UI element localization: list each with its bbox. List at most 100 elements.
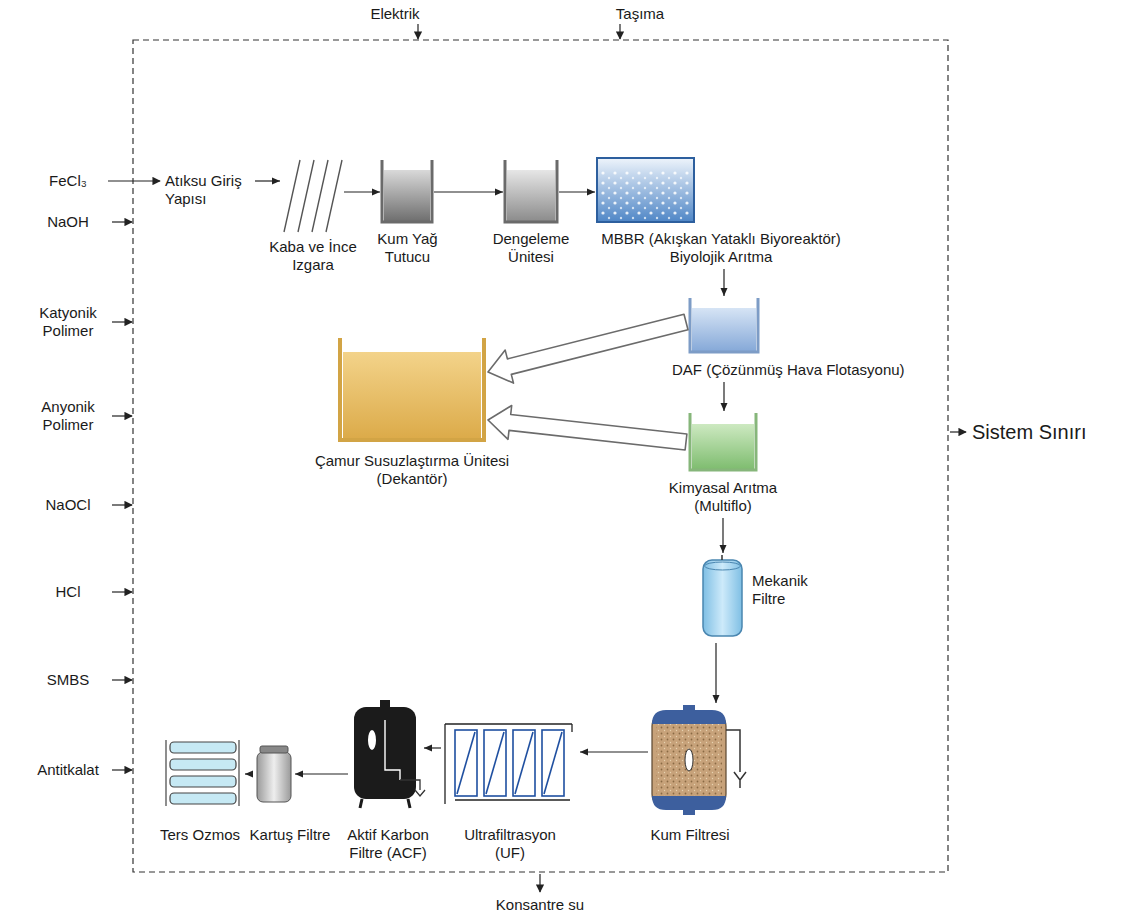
input-arrows (950, 431, 966, 432)
arrow-head (720, 545, 727, 553)
sand-filter-icon (685, 749, 693, 771)
flow-connector (424, 745, 441, 752)
uf-icon (515, 732, 533, 794)
screen-icon (312, 160, 328, 232)
unit-label: Ultrafiltrasyon (UF) (455, 826, 565, 862)
tank-icon (690, 413, 756, 470)
flow-connector (295, 771, 348, 778)
sand-filter-icon (683, 705, 695, 710)
tank-icon (690, 298, 758, 352)
input-arrows (112, 679, 132, 680)
carbon-filter-icon (354, 700, 425, 808)
sludge-decanter: Çamur Susuzlaştırma Ünitesi (Dekantör) (340, 338, 484, 440)
uf-icon (544, 732, 562, 794)
screen-unit: Kaba ve İnce Izgara (282, 160, 342, 232)
flow-connector (434, 189, 503, 196)
hollow-arrow (488, 406, 687, 451)
arrow-head (424, 745, 432, 752)
unit-label: Kaba ve İnce Izgara (258, 238, 368, 274)
ro-icon (166, 740, 239, 806)
carbon-filter-icon (354, 707, 416, 799)
sand-filter-icon (726, 730, 740, 772)
flow-connector (255, 178, 280, 185)
flow-connector (245, 771, 253, 778)
unit-label: Çamur Susuzlaştırma Ünitesi (Dekantör) (312, 452, 512, 488)
ro-icon (170, 742, 236, 753)
unit-label: Kum Yağ Tutucu (360, 230, 455, 266)
unit-label: DAF (Çözünmüş Hava Flotasyonu) (672, 361, 940, 379)
decanter-icon (343, 352, 481, 438)
uf-icon (455, 730, 477, 796)
ro-icon (165, 740, 166, 806)
cartridge-filter-icon (260, 746, 288, 753)
uf-icon (571, 724, 572, 732)
system-boundary (133, 40, 948, 872)
input-arrows (108, 24, 966, 892)
chemical-input: FeCl₃ (23, 172, 113, 190)
carbon-filter-icon (360, 799, 362, 808)
input-arrows (112, 415, 132, 416)
carbon-filter: Aktif Karbon Filtre (ACF) (350, 700, 422, 808)
unit-label: Ters Ozmos (154, 826, 246, 844)
mbbr-reactor: MBBR (Akışkan Yataklı Biyoreaktör) Biyol… (597, 158, 694, 222)
uf-icon (445, 723, 572, 724)
flow-connector (488, 314, 688, 383)
chemical-input: NaOCl (23, 496, 113, 514)
tank-icon (690, 413, 756, 470)
mechanical-filter-icon (721, 555, 723, 560)
mechanical-filter: Mekanik Filtre (703, 555, 742, 640)
flow-connector (580, 749, 648, 756)
screen-icon (284, 160, 342, 232)
sand-filter: Kum Filtresi (650, 705, 728, 815)
unit-label: Kum Filtresi (650, 826, 730, 844)
uf-icon (455, 799, 570, 800)
arrow-head (587, 189, 595, 196)
mbbr-icon (597, 158, 694, 222)
uf-icon (513, 730, 535, 796)
unit-label: MBBR (Akışkan Yataklı Biyoreaktör) Biyol… (576, 230, 866, 266)
mbbr-icon (600, 170, 691, 220)
arrow-head (713, 695, 720, 703)
ro-unit: Ters Ozmos (163, 738, 243, 808)
carbon-filter-icon (415, 790, 425, 796)
tank-icon (505, 160, 557, 222)
decanter-icon (340, 338, 484, 440)
unit-label: Kartuş Filtre (242, 826, 338, 844)
flow-connector (721, 269, 728, 296)
arrow-head (272, 178, 280, 185)
chemical-input: Antitkalat (23, 761, 113, 779)
tank-icon (384, 170, 430, 221)
arrow-head (245, 771, 253, 778)
arrow-head (580, 749, 588, 756)
input-arrows (112, 504, 132, 505)
input-arrows (108, 180, 160, 181)
cartridge-filter-icon (257, 752, 291, 802)
arrow-head (721, 403, 728, 411)
carbon-filter-icon (380, 700, 390, 708)
uf-icon (444, 724, 445, 804)
flow-connector (344, 189, 380, 196)
unit-label: Dengeleme Ünitesi (487, 230, 575, 266)
mechanical-filter-icon (703, 560, 742, 636)
flow-connector (488, 406, 687, 451)
uf-icon (457, 732, 475, 794)
grit-grease-trap: Kum Yağ Tutucu (382, 160, 432, 222)
sand-filter-icon (652, 796, 726, 810)
connector-line (715, 643, 716, 703)
screen-icon (298, 160, 314, 232)
screen-icon (284, 160, 300, 232)
ro-icon (238, 740, 239, 806)
equalization-tank: Dengeleme Ünitesi (505, 160, 557, 222)
uf-icon (484, 730, 506, 796)
uf-icon (445, 724, 572, 804)
mbbr-icon (597, 158, 694, 222)
tank-icon (692, 424, 754, 469)
mechanical-filter-icon (705, 562, 741, 570)
sand-filter-icon (656, 722, 722, 798)
input-arrows (112, 769, 132, 770)
input-arrows (112, 221, 132, 222)
carbon-filter-icon (385, 720, 400, 780)
